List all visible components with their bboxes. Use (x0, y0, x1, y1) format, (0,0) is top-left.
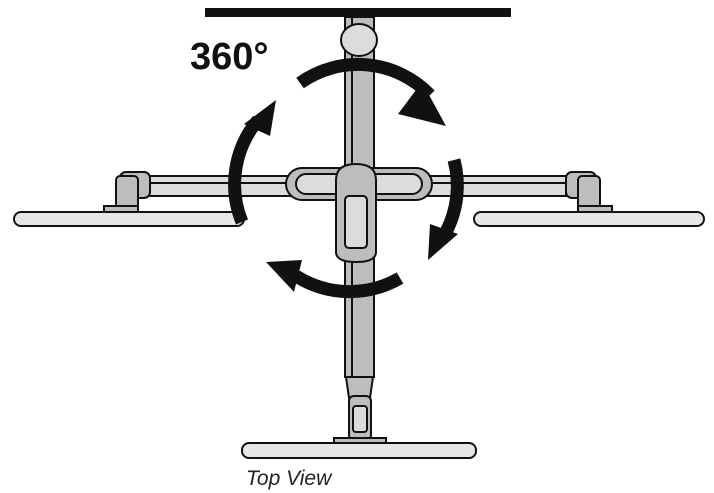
center-clamp (335, 162, 377, 264)
bottom-monitor-mount (241, 395, 477, 459)
rotation-arrows-icon (228, 57, 464, 299)
rotation-label: 360° (190, 36, 269, 78)
mounting-surface-bar (205, 8, 511, 17)
caption-text: Top View (246, 467, 333, 490)
right-monitor-mount (473, 171, 705, 227)
